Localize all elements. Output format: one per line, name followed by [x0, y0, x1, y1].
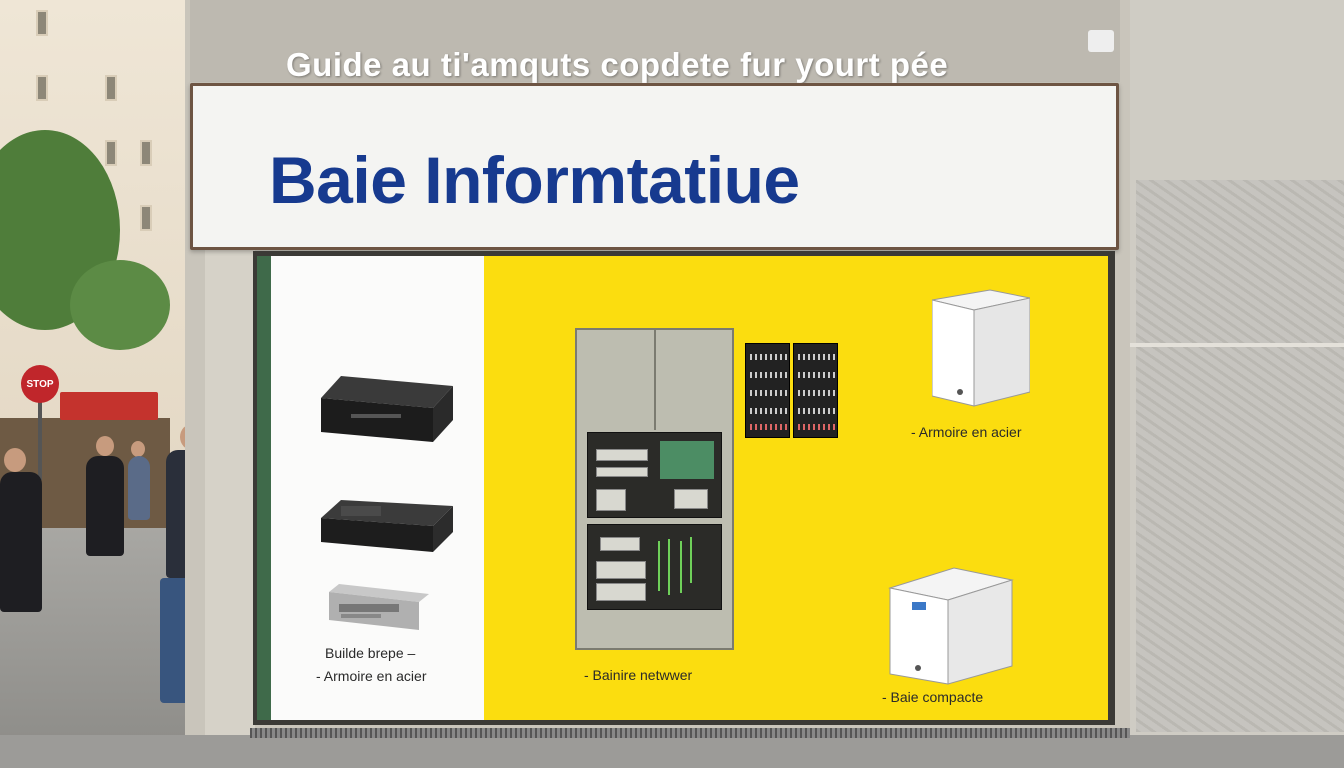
network-cabinet — [575, 328, 734, 650]
building-window — [140, 140, 152, 166]
port-row — [798, 424, 835, 430]
building-window — [140, 205, 152, 231]
switch-module — [745, 343, 790, 438]
port-row — [798, 372, 835, 378]
sign-title: Baie Informtatiue — [269, 143, 800, 217]
port-row — [750, 424, 787, 430]
switch-unit — [596, 489, 626, 511]
pedestrian — [0, 472, 42, 612]
steel-cabinet-icon — [932, 289, 1030, 407]
patch-panel — [596, 449, 648, 461]
network-cable — [668, 539, 670, 595]
patch-panel — [596, 467, 648, 477]
pavement — [0, 735, 1344, 768]
network-cable — [680, 541, 682, 593]
port-row — [798, 354, 835, 360]
stop-sign-icon: STOP — [21, 365, 59, 403]
router-device-icon — [321, 500, 453, 552]
port-row — [798, 390, 835, 396]
cabinet-upper-section — [587, 432, 722, 518]
middle-panel-label: - Bainire netwwer — [584, 667, 693, 683]
facade-headline: Guide au ti'amquts copdete fur yourt pée — [286, 46, 949, 83]
left-panel-label-2: - Armoire en acier — [316, 668, 427, 684]
facade-top — [190, 0, 1120, 82]
pedestrian-head — [131, 441, 145, 457]
street-tree — [70, 260, 170, 350]
display-green-strip — [257, 256, 271, 720]
shop-signboard: Baie Informtatiue — [190, 83, 1119, 250]
building-window — [36, 75, 48, 101]
display-white-panel — [271, 256, 484, 720]
network-cable — [658, 541, 660, 591]
sign-pole — [38, 400, 42, 480]
rack-server-icon — [329, 584, 429, 630]
port-row — [798, 408, 835, 414]
building-window — [105, 140, 117, 166]
drain-grate — [250, 728, 1130, 738]
building-window — [36, 10, 48, 36]
server-unit — [600, 537, 640, 551]
network-cable — [690, 537, 692, 583]
port-row — [750, 354, 787, 360]
right-panel-label-bottom: - Baie compacte — [882, 689, 984, 705]
red-awning — [60, 392, 158, 420]
pedestrian-head — [4, 448, 26, 472]
cabinet-door-seam — [654, 330, 656, 430]
server-unit — [596, 583, 646, 601]
compact-cabinet-icon — [888, 567, 1014, 685]
server-unit — [596, 561, 646, 579]
pedestrian — [128, 456, 150, 520]
port-row — [750, 372, 787, 378]
port-row — [750, 390, 787, 396]
circuit-board — [660, 441, 714, 479]
right-panel-label-top: - Armoire en acier — [911, 424, 1022, 440]
wall-band — [1130, 343, 1344, 347]
cabinet-lower-section — [587, 524, 722, 610]
pedestrian — [86, 456, 124, 556]
left-pillar — [205, 250, 255, 735]
pedestrian-head — [96, 436, 114, 456]
switch-unit — [674, 489, 708, 509]
switch-module — [793, 343, 838, 438]
building-window — [105, 75, 117, 101]
stone-cladding — [1136, 180, 1344, 732]
port-row — [750, 408, 787, 414]
wall-lamp-icon — [1088, 30, 1114, 52]
network-device-icon — [321, 376, 453, 442]
left-panel-label-1: Builde brepe – — [325, 645, 416, 661]
